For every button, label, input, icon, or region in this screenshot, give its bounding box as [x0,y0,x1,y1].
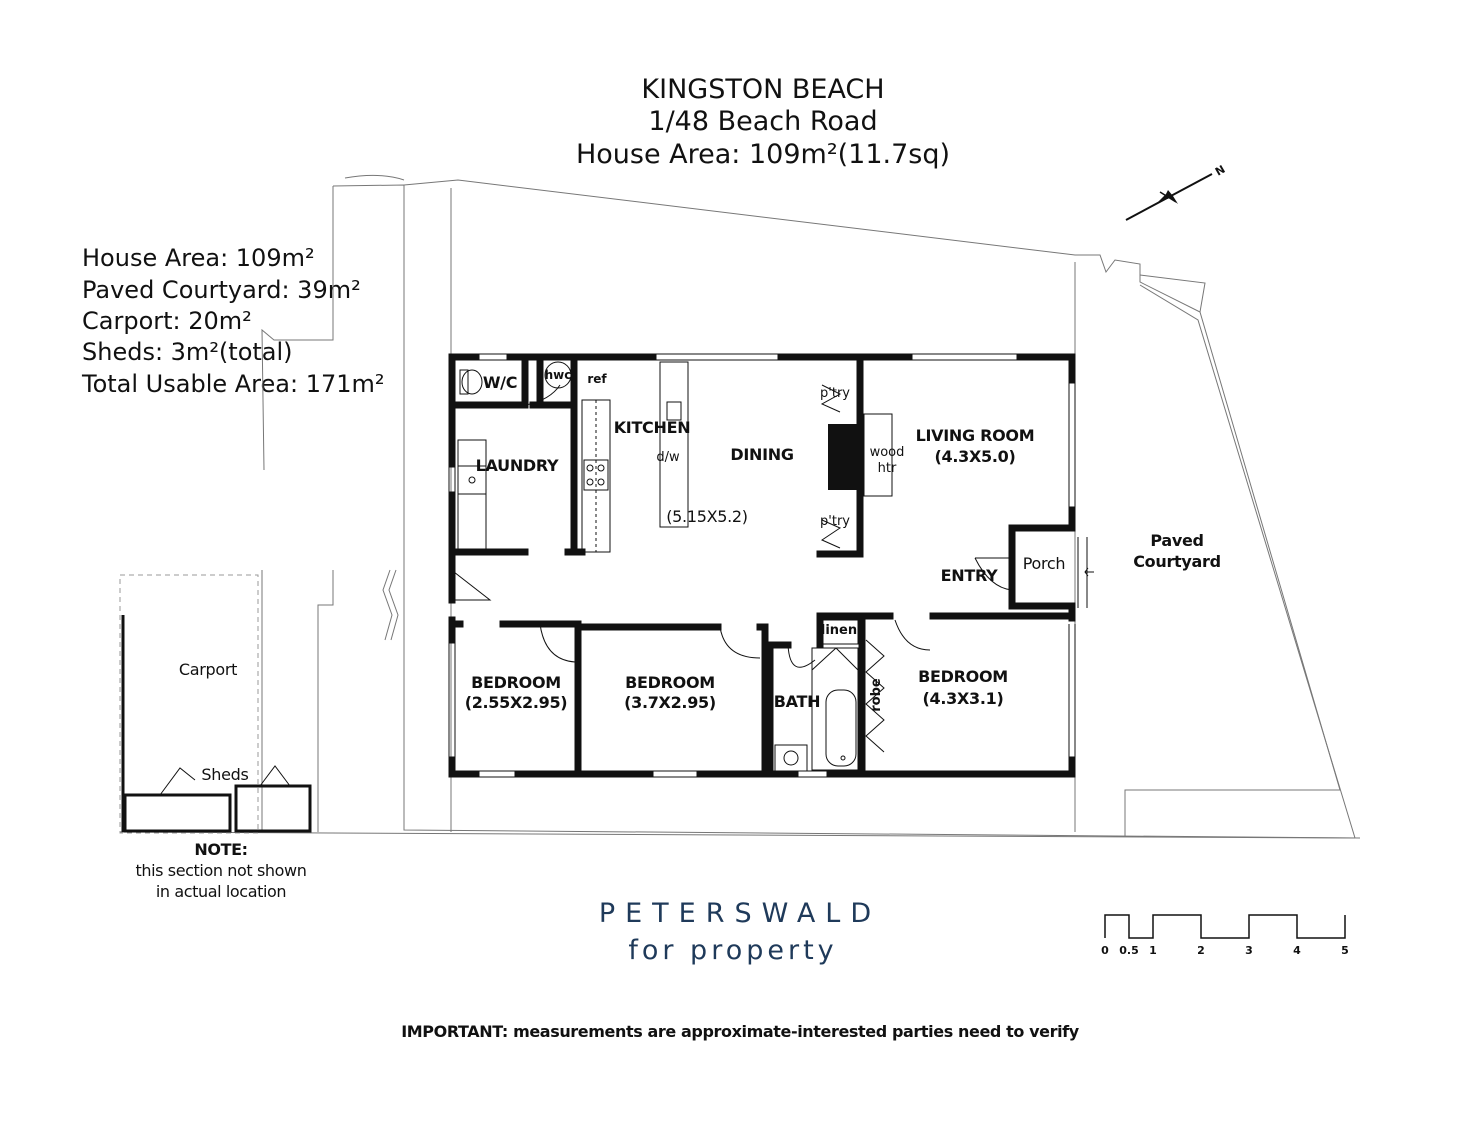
room-kitchen: KITCHEN [614,418,691,437]
scale-label-1: 1 [1149,944,1157,957]
label-linen: linen [821,623,857,638]
scale-label-0-5: 0.5 [1119,944,1139,957]
fixtures [448,353,1094,778]
label-ref: ref [587,372,607,386]
room-wc: W/C [483,373,517,392]
room-bedroom-3: BEDROOM [918,667,1008,686]
note-heading: NOTE: [194,840,247,859]
room-bath: BATH [774,692,820,711]
header-title: KINGSTON BEACH [641,74,884,105]
area-courtyard: Paved Courtyard: 39m² [82,276,361,304]
wood-heater-hearth [863,413,893,497]
carport-label: Carport [179,660,237,679]
north-label: N [1213,163,1227,179]
bedroom-3-dimensions: (4.3X3.1) [923,689,1004,708]
note-line-1: this section not shown [136,861,307,880]
brand-name: PETERSWALD [599,898,881,929]
scale-label-0: 0 [1101,944,1109,957]
disclaimer: IMPORTANT: measurements are approximate-… [401,1022,1080,1041]
bedroom-2-dimensions: (3.7X2.95) [624,693,716,712]
area-total: Total Usable Area: 171m² [81,370,385,398]
header-house-area: House Area: 109m²(11.7sq) [576,139,950,170]
room-living: LIVING ROOM [916,426,1035,445]
label-hwc: hwc [545,368,572,382]
room-entry: ENTRY [941,566,998,585]
sheds-label: Sheds [201,765,248,784]
room-bedroom-2: BEDROOM [625,673,715,692]
bedroom-1-dimensions: (2.55X2.95) [465,693,568,712]
area-sheds: Sheds: 3m²(total) [82,338,293,366]
room-dining: DINING [730,445,793,464]
label-dishwasher: d/w [656,450,680,465]
label-wood-heater-1: wood [870,445,905,460]
brand-tagline: for property [628,935,837,966]
courtyard-label-1: Paved [1150,531,1203,550]
label-pantry-bottom: p'try [820,514,850,529]
header-address: 1/48 Beach Road [648,106,877,137]
room-laundry: LAUNDRY [476,456,559,475]
room-porch: Porch [1023,554,1066,573]
room-bedroom-1: BEDROOM [471,673,561,692]
note-line-2: in actual location [156,882,286,901]
scale-label-3: 3 [1245,944,1253,957]
area-summary: House Area: 109m² Paved Courtyard: 39m² … [81,244,385,398]
house-walls [448,353,1076,778]
label-robe: robe [869,678,884,712]
fireplace [828,424,864,490]
north-arrow-icon: N [1125,163,1227,221]
courtyard-label-2: Courtyard [1133,552,1221,571]
label-wood-heater-2: htr [878,461,897,476]
scale-label-2: 2 [1197,944,1205,957]
kitchen-dining-dimensions: (5.15X5.2) [666,507,748,526]
scale-bar [1104,914,1346,939]
area-house: House Area: 109m² [82,244,315,272]
scale-label-4: 4 [1293,944,1301,957]
sheds [123,765,312,833]
living-dimensions: (4.3X5.0) [935,447,1016,466]
area-carport: Carport: 20m² [82,307,252,335]
label-pantry-top: p'try [820,386,850,401]
scale-label-5: 5 [1341,944,1349,957]
